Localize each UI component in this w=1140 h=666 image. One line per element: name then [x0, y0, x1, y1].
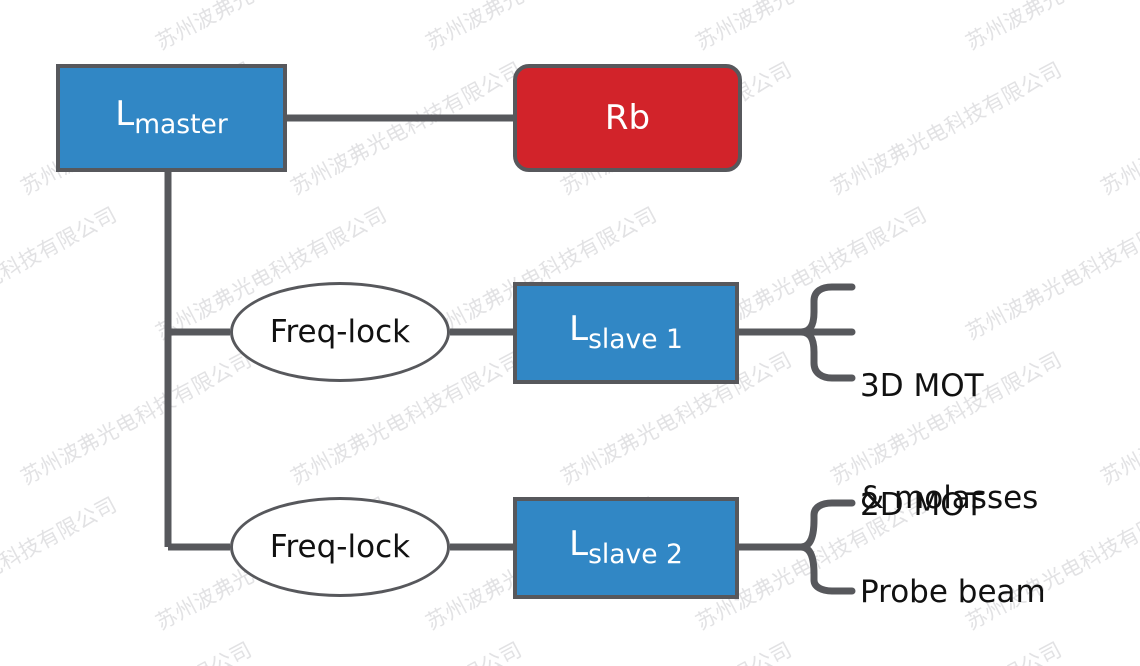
brace-top-arm-lower: [797, 328, 856, 382]
brace-top: [797, 283, 856, 382]
output-label-3d-mot: 3D MOT & molasses: [860, 294, 1038, 592]
node-laser-slave-1[interactable]: Lslave 1: [513, 282, 739, 384]
brace-bottom-arm-upper: [797, 499, 856, 551]
output-label-probe-beam: Probe beam: [860, 574, 1046, 610]
node-rb-cell-label: Rb: [604, 98, 651, 138]
node-laser-master-label: Lmaster: [115, 94, 228, 141]
output-line-molasses: & molasses: [860, 479, 1039, 516]
node-rb-cell[interactable]: Rb: [513, 64, 742, 172]
brace-top-arm-upper: [797, 283, 856, 336]
brace-bottom: [797, 499, 856, 595]
node-laser-master[interactable]: Lmaster: [56, 64, 287, 172]
node-freq-lock-2-label: Freq-lock: [269, 529, 411, 565]
node-freq-lock-2[interactable]: Freq-lock: [230, 497, 450, 597]
output-line-3d-mot: 3D MOT: [860, 368, 984, 405]
node-laser-slave-2-label: Lslave 2: [569, 524, 683, 571]
output-label-2d-mot: 2D MOT: [860, 487, 984, 523]
node-freq-lock-1[interactable]: Freq-lock: [230, 282, 450, 382]
node-freq-lock-1-label: Freq-lock: [269, 314, 411, 350]
brace-bottom-arm-lower: [797, 543, 856, 595]
node-laser-slave-2[interactable]: Lslave 2: [513, 497, 739, 599]
node-laser-slave-1-label: Lslave 1: [569, 309, 683, 356]
